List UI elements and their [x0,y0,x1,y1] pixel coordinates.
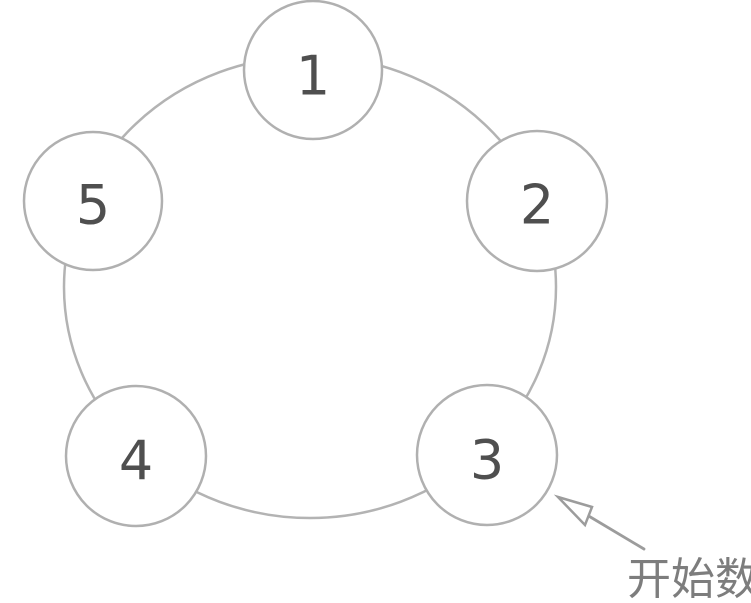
node-1: 1 [242,0,384,141]
node-3-circle [415,383,559,527]
node-3-label: 3 [470,429,504,492]
node-2: 2 [465,129,609,273]
node-4: 4 [64,384,208,528]
start-arrow [553,494,646,551]
node-1-circle [242,0,384,141]
node-5-label: 5 [76,174,110,237]
node-5-circle [22,130,164,272]
annotation-start-count: 开始数 [627,554,751,603]
node-5: 5 [22,130,164,272]
node-1-label: 1 [296,45,330,108]
arrow-head-icon [553,494,594,528]
node-2-label: 2 [520,174,554,237]
node-4-circle [64,384,208,528]
arrow-shaft [585,513,646,551]
node-2-circle [465,129,609,273]
node-3: 3 [415,383,559,527]
node-4-label: 4 [119,430,153,493]
